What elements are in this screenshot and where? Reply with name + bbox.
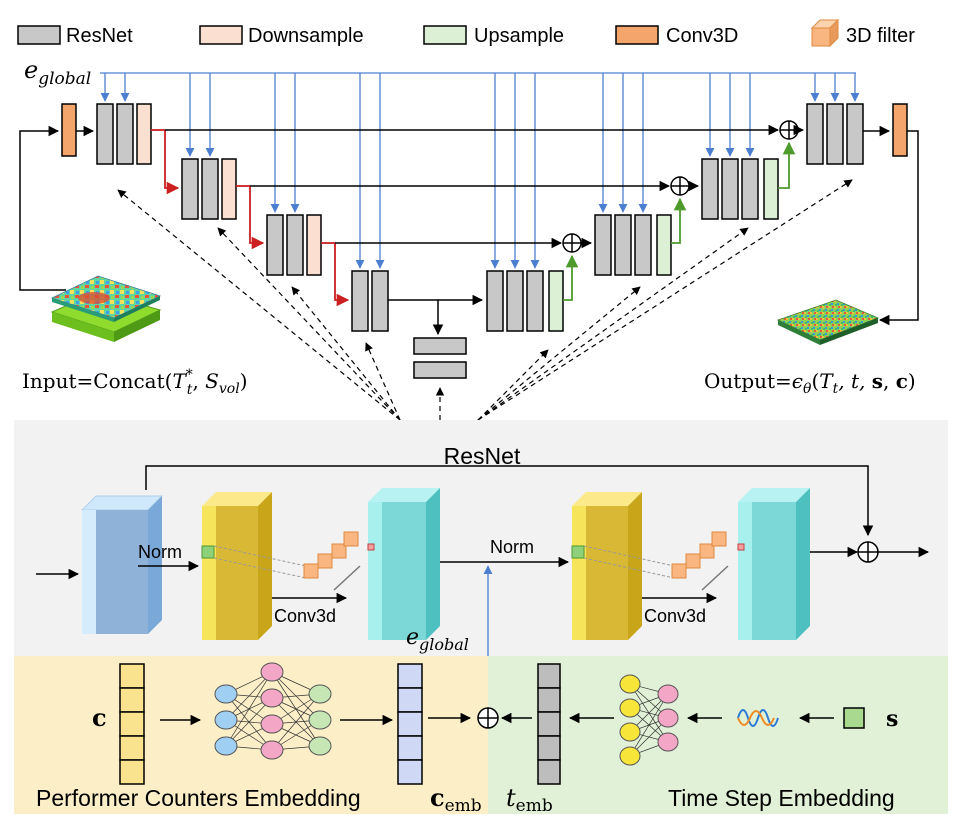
decoder-level-2 <box>594 214 672 276</box>
resnet-panel-title: ResNet <box>444 443 521 469</box>
legend-3d-filter-label: 3D filter <box>846 25 915 47</box>
unet-diagram: eglobal <box>19 56 919 421</box>
resnet-detail-pointers <box>117 179 853 421</box>
t-emb-vector <box>537 663 561 785</box>
decoder-level-3 <box>486 270 564 332</box>
unet-e-global-label: eglobal <box>24 56 91 89</box>
legend-downsample-swatch <box>199 25 243 45</box>
s-symbol: s <box>886 706 898 732</box>
legend-resnet-swatch <box>17 25 61 45</box>
timestep-panel-background <box>488 656 948 814</box>
downsample-arrows <box>164 130 350 307</box>
legend-conv3d-swatch <box>615 25 659 45</box>
resnet-e-global-label: eglobal <box>406 625 469 654</box>
legend-conv3d-label: Conv3D <box>666 25 738 47</box>
output-feed-line <box>878 130 919 326</box>
normalized-feature-map-2 <box>571 492 642 640</box>
resnet-sum-icon <box>857 541 879 563</box>
resnet-detail-panel: ResNet Norm <box>14 420 948 716</box>
s-input-box <box>843 707 865 729</box>
residual-connection <box>145 465 874 537</box>
norm-label-2: Norm <box>490 537 534 557</box>
encoder-level-2 <box>181 158 237 220</box>
legend-upsample-swatch <box>423 25 467 45</box>
embedding-sum-icon <box>477 707 499 729</box>
e-global-taps <box>100 73 860 269</box>
upsample-arrows <box>563 141 796 301</box>
conv3d-label-2: Conv3d <box>644 606 706 626</box>
input-formula: Input=Concat(T*t, Svol) <box>22 367 248 398</box>
encoder-level-3 <box>266 214 322 276</box>
norm-label-1: Norm <box>138 542 182 562</box>
decoder-level-1 <box>701 158 779 220</box>
legend-downsample-label: Downsample <box>248 25 364 47</box>
legend-upsample-label: Upsample <box>474 25 564 47</box>
output-formula: Output=ϵθ(Tt, t, s, c) <box>704 369 916 397</box>
legend-resnet-label: ResNet <box>66 25 133 47</box>
sinusoid-icon <box>737 709 779 727</box>
performer-mlp-icon <box>214 662 332 760</box>
bottleneck <box>351 270 467 379</box>
t-emb-label: temb <box>506 784 553 816</box>
output-conv3d-block <box>892 103 908 157</box>
decoder-output-resnet <box>806 103 864 165</box>
time-step-embedding-label: Time Step Embedding <box>668 785 895 811</box>
input-volume-image <box>50 275 162 342</box>
input-feature-map <box>80 495 164 634</box>
performer-counters-embedding-label: Performer Counters Embedding <box>36 785 361 811</box>
filter-cubes-icon-2 <box>671 531 745 591</box>
c-vector <box>119 663 145 785</box>
input-feed-line <box>19 125 66 291</box>
output-noise-image <box>776 299 880 345</box>
normalized-feature-map-1 <box>201 492 272 640</box>
encoder-level-1 <box>96 103 152 165</box>
legend-3d-filter-cube-icon <box>810 18 840 48</box>
conv3d-label-1: Conv3d <box>274 606 336 626</box>
conv-feature-map-1 <box>367 488 440 640</box>
c-emb-vector <box>397 663 423 785</box>
conv-feature-map-2 <box>737 488 810 640</box>
timestep-mlp-icon <box>619 674 679 766</box>
embedding-panels: c <box>14 656 948 816</box>
c-symbol: c <box>92 703 107 732</box>
c-emb-label: cemb <box>430 783 482 816</box>
skip-connections <box>165 124 780 249</box>
legend: ResNet Downsample Upsample Conv3D 3D fil… <box>17 18 915 48</box>
input-conv3d-block <box>61 103 77 157</box>
